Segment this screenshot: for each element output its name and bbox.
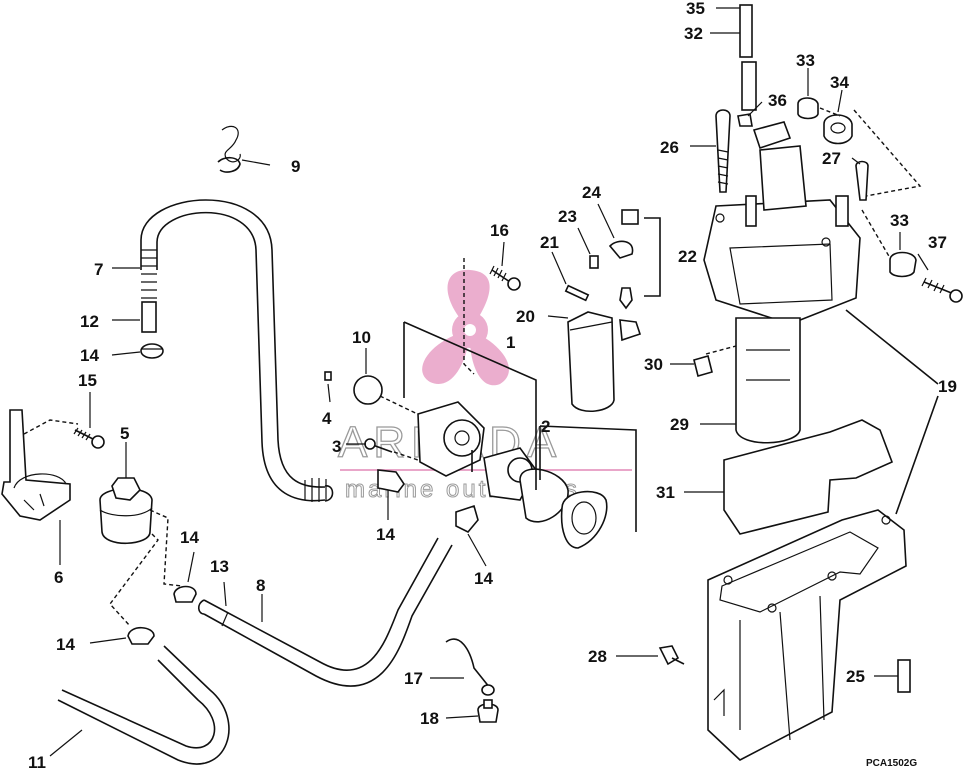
screw-part bbox=[73, 427, 105, 449]
u-shaped-hose bbox=[57, 645, 230, 765]
part-label-14: 14 bbox=[376, 525, 395, 544]
dowel-pin bbox=[897, 659, 911, 693]
part-label-10: 10 bbox=[352, 328, 371, 347]
part-label-37: 37 bbox=[928, 233, 947, 252]
part-label-7: 7 bbox=[94, 260, 103, 279]
part-label-27: 27 bbox=[822, 149, 841, 168]
part-label-9: 9 bbox=[291, 157, 300, 176]
screw-part bbox=[693, 345, 737, 377]
pump-diaphragm bbox=[353, 375, 431, 421]
part-label-22: 22 bbox=[678, 247, 697, 266]
callout-leaders bbox=[49, 7, 929, 757]
part-label-21: 21 bbox=[540, 233, 559, 252]
screw-part bbox=[489, 265, 521, 291]
screw-part bbox=[921, 277, 963, 303]
part-label-29: 29 bbox=[670, 415, 689, 434]
part-label-14: 14 bbox=[80, 346, 99, 365]
part-label-1: 1 bbox=[506, 333, 515, 352]
needle-valve bbox=[589, 255, 633, 310]
part-label-26: 26 bbox=[660, 138, 679, 157]
part-label-3: 3 bbox=[332, 437, 341, 456]
part-label-35: 35 bbox=[686, 0, 705, 18]
figure-code: PCA1502G bbox=[866, 758, 917, 769]
pin-part bbox=[324, 371, 332, 381]
seat-part bbox=[621, 209, 639, 225]
part-label-5: 5 bbox=[120, 424, 129, 443]
part-label-15: 15 bbox=[78, 371, 97, 390]
part-label-19: 19 bbox=[938, 377, 957, 396]
grommet bbox=[823, 114, 853, 145]
watermark-logo bbox=[422, 269, 509, 386]
bushing bbox=[889, 251, 917, 278]
part-label-13: 13 bbox=[210, 557, 229, 576]
part-label-12: 12 bbox=[80, 312, 99, 331]
filter-bracket bbox=[1, 409, 79, 565]
float-pin bbox=[564, 284, 590, 302]
hose-clamp bbox=[377, 469, 405, 493]
part-label-33: 33 bbox=[890, 211, 909, 230]
hose-clamp bbox=[455, 504, 479, 533]
hose-clamp bbox=[140, 343, 164, 359]
part-label-8: 8 bbox=[256, 576, 265, 595]
callout-bracket bbox=[644, 217, 661, 297]
dashed-guide bbox=[819, 107, 922, 259]
part-label-11: 11 bbox=[28, 753, 46, 769]
intake-manifold bbox=[707, 509, 907, 761]
mounting-screw bbox=[715, 109, 731, 193]
screw-part bbox=[658, 645, 685, 666]
carb-float bbox=[567, 311, 642, 412]
hose-clamp bbox=[173, 585, 197, 603]
fuel-hose-main bbox=[140, 199, 334, 502]
callout-bracket bbox=[539, 425, 637, 532]
part-label-24: 24 bbox=[582, 183, 601, 202]
screw-tip bbox=[737, 113, 753, 127]
carb-gasket bbox=[723, 419, 894, 535]
part-label-32: 32 bbox=[684, 24, 703, 43]
part-label-18: 18 bbox=[420, 709, 439, 728]
spring-clip bbox=[608, 240, 634, 259]
clip-part bbox=[217, 125, 241, 173]
drain-plug bbox=[477, 699, 499, 723]
hose-clamp bbox=[127, 626, 155, 645]
callout-line bbox=[845, 309, 939, 515]
part-label-20: 20 bbox=[516, 307, 535, 326]
drain-valve-spring bbox=[445, 638, 495, 696]
part-label-23: 23 bbox=[558, 207, 577, 226]
throttle-shaft bbox=[739, 4, 757, 111]
part-label-28: 28 bbox=[588, 647, 607, 666]
part-label-33: 33 bbox=[796, 51, 815, 70]
part-label-31: 31 bbox=[656, 483, 675, 502]
carburetor-body bbox=[703, 121, 861, 444]
part-label-14: 14 bbox=[180, 528, 199, 547]
part-label-14: 14 bbox=[56, 635, 75, 654]
part-label-2: 2 bbox=[541, 417, 550, 436]
callout-bracket bbox=[403, 321, 537, 490]
part-label-4: 4 bbox=[322, 409, 332, 428]
lower-fuel-hose bbox=[197, 537, 453, 687]
part-label-16: 16 bbox=[490, 221, 509, 240]
part-label-25: 25 bbox=[846, 667, 865, 686]
fuel-pump-body bbox=[417, 258, 608, 549]
part-label-14: 14 bbox=[474, 569, 493, 588]
screw-part bbox=[855, 160, 869, 201]
part-label-36: 36 bbox=[768, 91, 787, 110]
bushing bbox=[797, 97, 819, 120]
part-label-17: 17 bbox=[404, 669, 423, 688]
part-label-30: 30 bbox=[644, 355, 663, 374]
part-label-6: 6 bbox=[54, 568, 63, 587]
fuel-filter bbox=[99, 477, 183, 627]
part-label-34: 34 bbox=[830, 73, 849, 92]
